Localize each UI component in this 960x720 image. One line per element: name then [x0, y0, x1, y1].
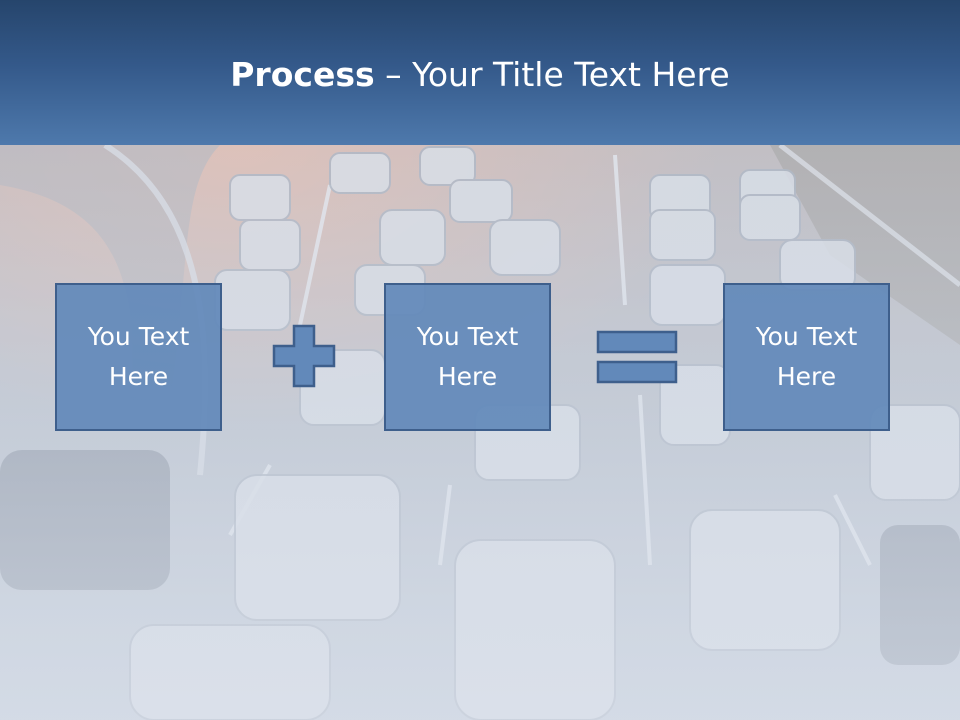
text-box-2[interactable]: You Text Here: [384, 283, 551, 431]
image-overlay: [0, 145, 960, 720]
title-dash: –: [374, 55, 413, 94]
title-rest: Your Title Text Here: [412, 55, 730, 94]
plus-icon: [272, 324, 336, 388]
title-bar: Process – Your Title Text Here: [0, 0, 960, 145]
text-box-1[interactable]: You Text Here: [55, 283, 222, 431]
text-box-3[interactable]: You Text Here: [723, 283, 890, 431]
slide-title[interactable]: Process – Your Title Text Here: [0, 52, 960, 98]
equals-icon: [596, 330, 678, 384]
title-bold-part: Process: [230, 55, 375, 94]
